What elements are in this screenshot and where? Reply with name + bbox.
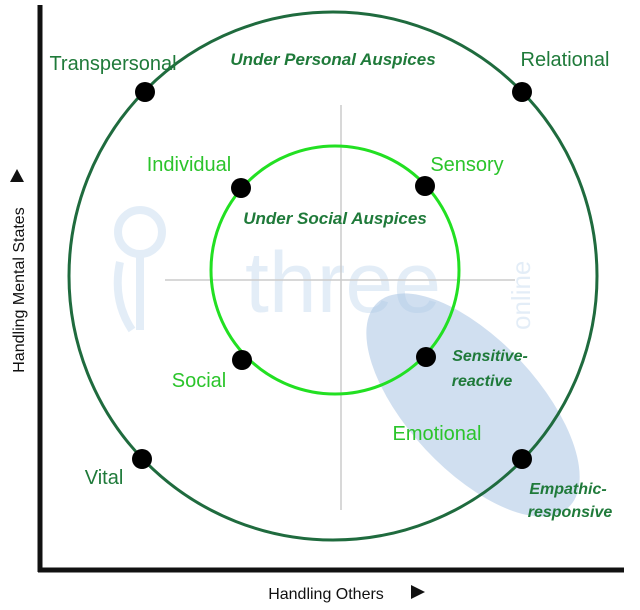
label-emotional: Emotional (393, 423, 482, 445)
label-social: Social (172, 370, 226, 392)
label-sensory: Sensory (430, 154, 503, 176)
label-sensitive-line2: reactive (452, 373, 513, 390)
node-individual (231, 178, 251, 198)
outer-circle (67, 10, 599, 542)
label-individual: Individual (147, 154, 232, 176)
label-transpersonal: Transpersonal (49, 53, 176, 75)
node-sensory (415, 176, 435, 196)
watermark-subtext: online (506, 261, 536, 330)
label-empathic-line2: responsive (528, 504, 613, 521)
watermark: three online (113, 206, 536, 333)
node-transpersonal (135, 82, 155, 102)
inner-circle-caption: Under Social Auspices (243, 209, 427, 228)
inner-circle (209, 144, 461, 396)
node-social (232, 350, 252, 370)
label-empathic-line1: Empathic- (529, 481, 606, 498)
node-relational (512, 82, 532, 102)
label-sensitive-line1: Sensitive- (452, 348, 528, 365)
node-sensitive-reactive (416, 347, 436, 367)
node-empathic-responsive (512, 449, 532, 469)
y-axis-label: Handling Mental States (11, 207, 28, 372)
y-axis-arrow-icon (10, 169, 24, 182)
watermark-logo-icon (113, 206, 166, 333)
node-vital (132, 449, 152, 469)
x-axis-arrow-icon (411, 585, 425, 599)
label-vital: Vital (85, 467, 124, 489)
outer-circle-caption: Under Personal Auspices (230, 50, 435, 69)
x-axis-label: Handling Others (268, 586, 384, 603)
label-relational: Relational (521, 49, 610, 71)
